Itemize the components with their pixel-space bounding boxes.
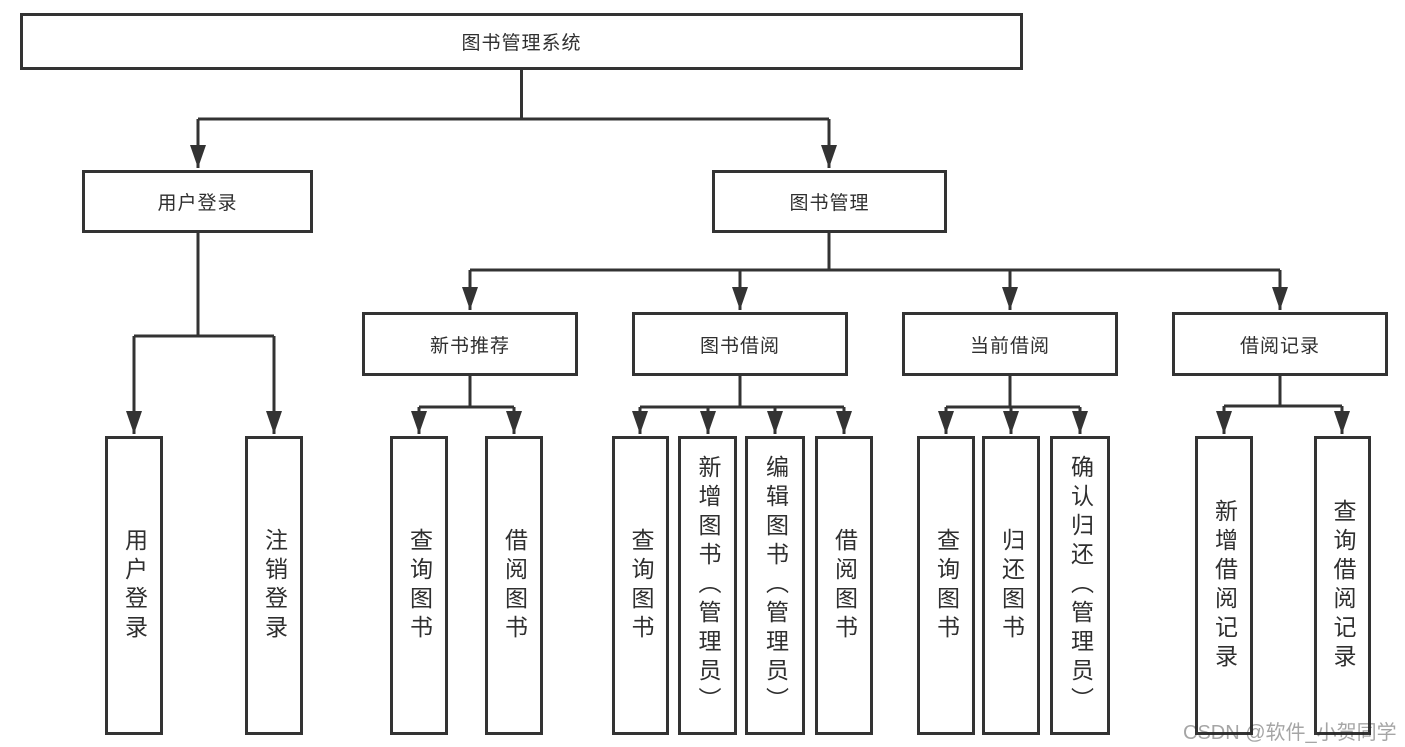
node-leaf-newbook-borrow: 借阅图书 xyxy=(485,436,543,735)
node-leaf-record-add: 新增借阅记录 xyxy=(1195,436,1253,735)
node-module-book-borrow-label: 图书借阅 xyxy=(699,335,780,357)
node-leaf-newbook-query: 查询图书 xyxy=(390,436,448,735)
node-leaf-current-return-label: 归还图书 xyxy=(998,527,1025,644)
node-branch-book-mgmt-label: 图书管理 xyxy=(789,193,870,214)
node-leaf-borrow-query-label: 查询图书 xyxy=(628,527,654,644)
node-leaf-borrow-borrow: 借阅图书 xyxy=(815,436,873,735)
node-leaf-newbook-query-label: 查询图书 xyxy=(406,527,433,644)
node-leaf-current-confirm-admin: 确认归还（管理员） xyxy=(1050,436,1110,735)
node-leaf-current-query: 查询图书 xyxy=(917,436,975,735)
node-leaf-record-add-label: 新增借阅记录 xyxy=(1211,498,1238,673)
node-leaf-logout-label: 注销登录 xyxy=(261,527,288,644)
node-leaf-record-query: 查询借阅记录 xyxy=(1314,436,1371,735)
node-module-new-book-rec: 新书推荐 xyxy=(362,312,578,376)
node-leaf-user-login-label: 用户登录 xyxy=(121,527,148,644)
node-root: 图书管理系统 xyxy=(20,13,1023,70)
node-module-borrow-record: 借阅记录 xyxy=(1172,312,1388,376)
node-branch-book-mgmt: 图书管理 xyxy=(712,170,947,233)
node-leaf-current-confirm-admin-label: 确认归还（管理员） xyxy=(1067,455,1094,716)
node-root-label: 图书管理系统 xyxy=(461,33,582,54)
node-leaf-borrow-edit-admin: 编辑图书（管理员） xyxy=(745,436,805,735)
node-leaf-borrow-borrow-label: 借阅图书 xyxy=(831,527,858,644)
node-leaf-current-return: 归还图书 xyxy=(982,436,1040,735)
node-module-current-borrow-label: 当前借阅 xyxy=(969,335,1050,357)
node-branch-user-login-label: 用户登录 xyxy=(157,193,238,214)
node-leaf-record-query-label: 查询借阅记录 xyxy=(1330,498,1356,673)
node-leaf-user-login: 用户登录 xyxy=(105,436,163,735)
node-leaf-borrow-edit-admin-label: 编辑图书（管理员） xyxy=(762,455,789,716)
node-leaf-borrow-query: 查询图书 xyxy=(612,436,669,735)
node-leaf-borrow-add-admin: 新增图书（管理员） xyxy=(678,436,737,735)
node-branch-user-login: 用户登录 xyxy=(82,170,313,233)
node-leaf-newbook-borrow-label: 借阅图书 xyxy=(501,527,528,644)
node-leaf-current-query-label: 查询图书 xyxy=(933,527,960,644)
node-leaf-borrow-add-admin-label: 新增图书（管理员） xyxy=(695,455,721,716)
node-module-borrow-record-label: 借阅记录 xyxy=(1239,335,1320,357)
watermark: CSDN @软件_小贺同学 xyxy=(1183,722,1397,744)
node-module-book-borrow: 图书借阅 xyxy=(632,312,848,376)
node-module-new-book-rec-label: 新书推荐 xyxy=(429,335,510,357)
node-module-current-borrow: 当前借阅 xyxy=(902,312,1118,376)
node-leaf-logout: 注销登录 xyxy=(245,436,303,735)
